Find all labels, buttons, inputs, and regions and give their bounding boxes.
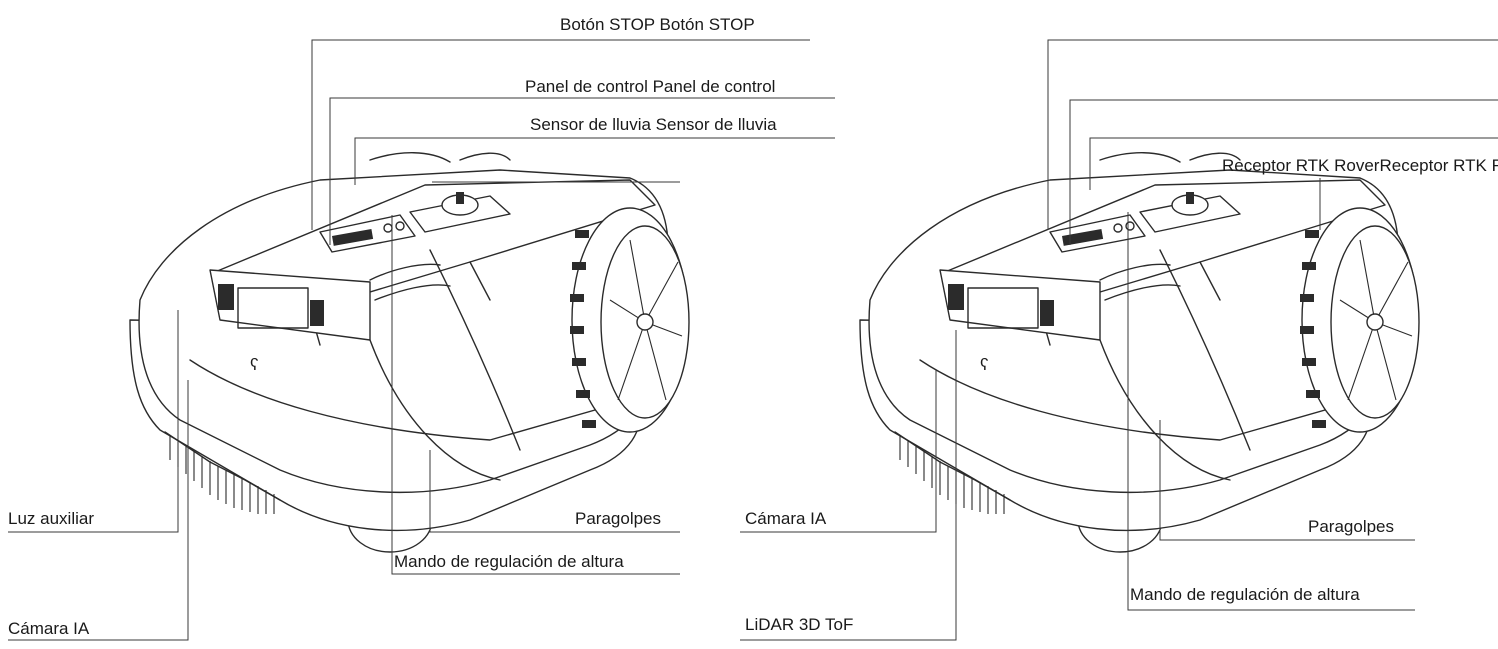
- mower-left-illustration: [129, 152, 690, 553]
- label-ai-camera-right: Cámara IA: [745, 509, 827, 528]
- right-leader-lines: [740, 39, 1498, 641]
- left-leader-lines: [8, 39, 835, 641]
- label-rtk-receiver-right: Receptor RTK RoverReceptor RTK Rover: [1222, 156, 1498, 175]
- label-bumper-left: Paragolpes: [575, 509, 661, 528]
- label-lidar-right: LiDAR 3D ToF: [745, 615, 853, 634]
- right-labels: Receptor RTK RoverReceptor RTK Rover Cám…: [745, 156, 1498, 634]
- label-control-panel-left: Panel de control Panel de control: [525, 77, 775, 96]
- label-height-knob-right: Mando de regulación de altura: [1130, 585, 1360, 604]
- label-rain-sensor-left: Sensor de lluvia Sensor de lluvia: [530, 115, 777, 134]
- label-stop-button-left: Botón STOP Botón STOP: [560, 15, 755, 34]
- mower-right-illustration: [859, 152, 1420, 553]
- label-bumper-right: Paragolpes: [1308, 517, 1394, 536]
- label-ai-camera-left: Cámara IA: [8, 619, 90, 638]
- label-height-knob-left: Mando de regulación de altura: [394, 552, 624, 571]
- left-labels: Botón STOP Botón STOP Panel de control P…: [8, 15, 777, 638]
- label-aux-light-left: Luz auxiliar: [8, 509, 94, 528]
